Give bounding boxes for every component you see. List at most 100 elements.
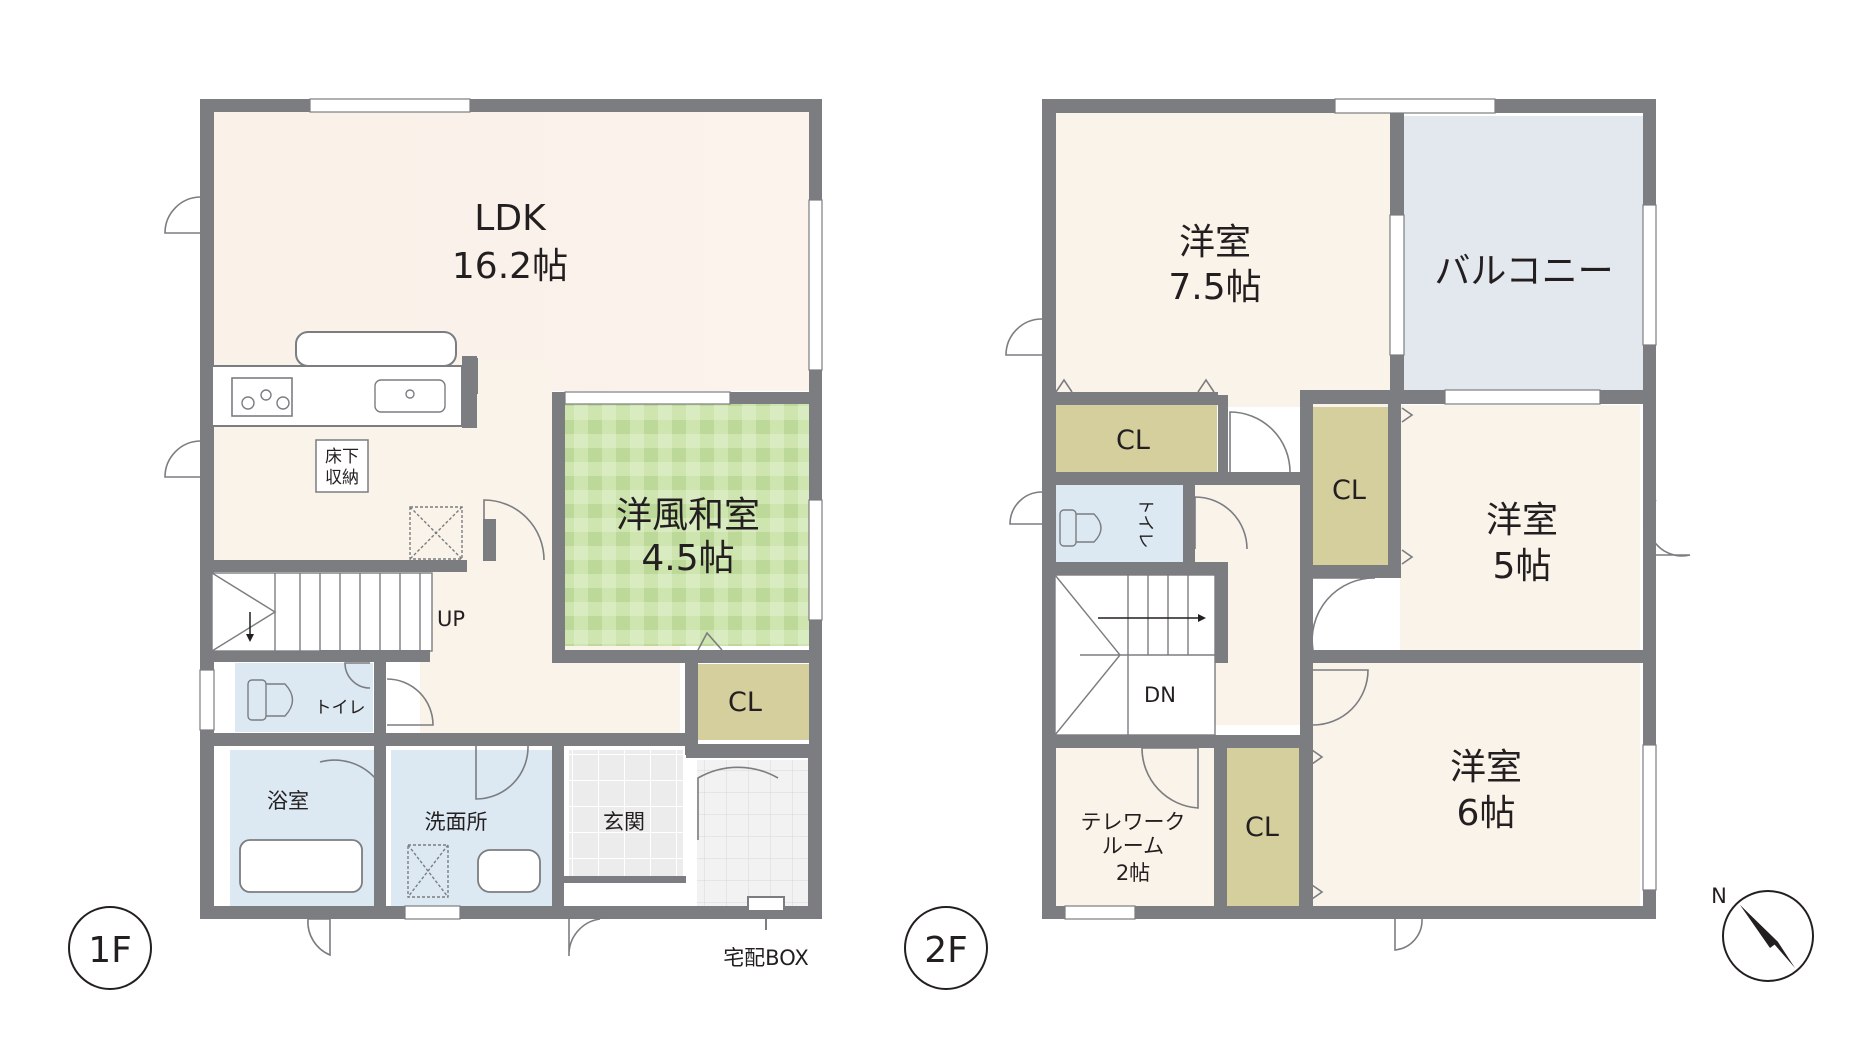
stairs-up-label: UP: [437, 607, 465, 631]
underfloor-label-1: 床下: [325, 447, 359, 467]
stairs-dn-label: DN: [1144, 683, 1176, 707]
western2-name: 洋室: [1486, 500, 1558, 541]
balcony-label: バルコニー: [1434, 251, 1613, 292]
window: [564, 391, 731, 405]
porch-floor: [697, 760, 810, 908]
underfloor-storage: [315, 439, 369, 493]
compass-north-label: N: [1711, 884, 1727, 908]
western1-floor: [1055, 112, 1390, 407]
door[interactable]: [164, 196, 201, 234]
wall: [1042, 472, 1302, 485]
kitchen-counter: [211, 365, 463, 427]
door[interactable]: [1647, 499, 1691, 557]
telework-label-3: 2帖: [1116, 861, 1150, 885]
door[interactable]: [1141, 747, 1199, 809]
wall: [1042, 392, 1218, 405]
floor-badge-1f: [68, 906, 152, 990]
western2-floor: [1400, 405, 1640, 650]
floor-badge-1f-label: 1F: [88, 930, 132, 971]
wall: [809, 99, 822, 754]
wall: [1042, 906, 1656, 919]
delivery-box-label: 宅配BOX: [723, 946, 809, 970]
door[interactable]: [475, 745, 529, 800]
wall: [1042, 562, 1228, 575]
wall: [374, 650, 386, 735]
japanese-room-name: 洋風和室: [616, 495, 760, 536]
wall: [1300, 390, 1313, 665]
ldk-name: LDK: [474, 198, 547, 239]
wall: [1042, 735, 1300, 748]
western1-size: 7.5帖: [1168, 267, 1261, 308]
telework-floor: [1055, 748, 1215, 906]
stairs-2f: [1054, 574, 1216, 736]
stairs-1f: [211, 572, 433, 662]
wall: [552, 650, 810, 663]
door[interactable]: [1005, 318, 1043, 356]
closet-b-floor: [1312, 407, 1388, 565]
door[interactable]: [164, 440, 201, 478]
door[interactable]: [386, 678, 434, 726]
vanity-sink: [477, 849, 541, 893]
wall: [1313, 650, 1655, 663]
wall: [1042, 99, 1056, 919]
western2-size: 5帖: [1493, 546, 1552, 587]
wall: [200, 906, 810, 919]
wall: [1313, 565, 1401, 578]
wall: [374, 745, 386, 907]
door[interactable]: [1312, 669, 1369, 726]
wall: [200, 99, 822, 112]
floor-2: 洋室 7.5帖 バルコニー CL CL CL トイレ 洋室 5帖 DN テレワー…: [904, 98, 1691, 990]
toilet-tank: [247, 679, 267, 721]
wall: [808, 744, 822, 919]
wall: [212, 560, 467, 572]
window: [1642, 744, 1657, 891]
closet-1f-floor: [698, 664, 810, 740]
floor-badge-2f-label: 2F: [924, 930, 968, 971]
toilet-2f-floor: [1055, 485, 1183, 562]
door[interactable]: [307, 918, 331, 957]
wall: [1214, 745, 1227, 906]
wall: [686, 744, 810, 758]
wall: [483, 519, 496, 561]
toilet-tank: [1059, 509, 1077, 547]
door[interactable]: [568, 918, 601, 957]
entrance-label: 玄関: [603, 810, 645, 834]
stove-icon: [231, 377, 293, 417]
western3-floor: [1312, 663, 1640, 906]
window: [808, 199, 823, 371]
door[interactable]: [697, 766, 779, 840]
closet-1f-label: CL: [728, 687, 762, 718]
window: [1334, 98, 1496, 114]
door[interactable]: [483, 499, 545, 561]
closet-c-label: CL: [1245, 812, 1279, 843]
door[interactable]: [344, 662, 371, 689]
wall: [1218, 395, 1228, 473]
delivery-box-icon: [747, 896, 785, 912]
bath-label: 浴室: [267, 789, 309, 813]
entrance-floor: [569, 750, 683, 876]
counter-end: [462, 356, 477, 428]
western1-name: 洋室: [1179, 222, 1251, 263]
window: [1389, 214, 1405, 356]
door[interactable]: [1394, 918, 1423, 951]
toilet-bowl: [266, 683, 294, 717]
door[interactable]: [1311, 577, 1376, 651]
toilet-2f-label: トイレ: [1135, 498, 1155, 549]
closet-a-floor: [1055, 404, 1217, 472]
closet-b-label: CL: [1332, 475, 1366, 506]
western3-size: 6帖: [1457, 793, 1516, 834]
door[interactable]: [1229, 411, 1291, 473]
closet-c-floor: [1227, 748, 1299, 906]
floor-1: LDK 16.2帖 床下 収納 洋風和室 4.5帖 CL UP トイレ 浴室 洗…: [68, 98, 823, 990]
window: [1064, 905, 1136, 920]
door[interactable]: [1194, 496, 1248, 550]
window: [1642, 204, 1657, 346]
door[interactable]: [319, 759, 376, 819]
wall: [212, 733, 687, 746]
window: [404, 905, 461, 920]
wall: [685, 650, 698, 755]
door[interactable]: [1009, 491, 1043, 525]
window: [199, 669, 215, 731]
wall: [564, 876, 686, 883]
telework-label-1: テレワーク: [1081, 810, 1186, 834]
